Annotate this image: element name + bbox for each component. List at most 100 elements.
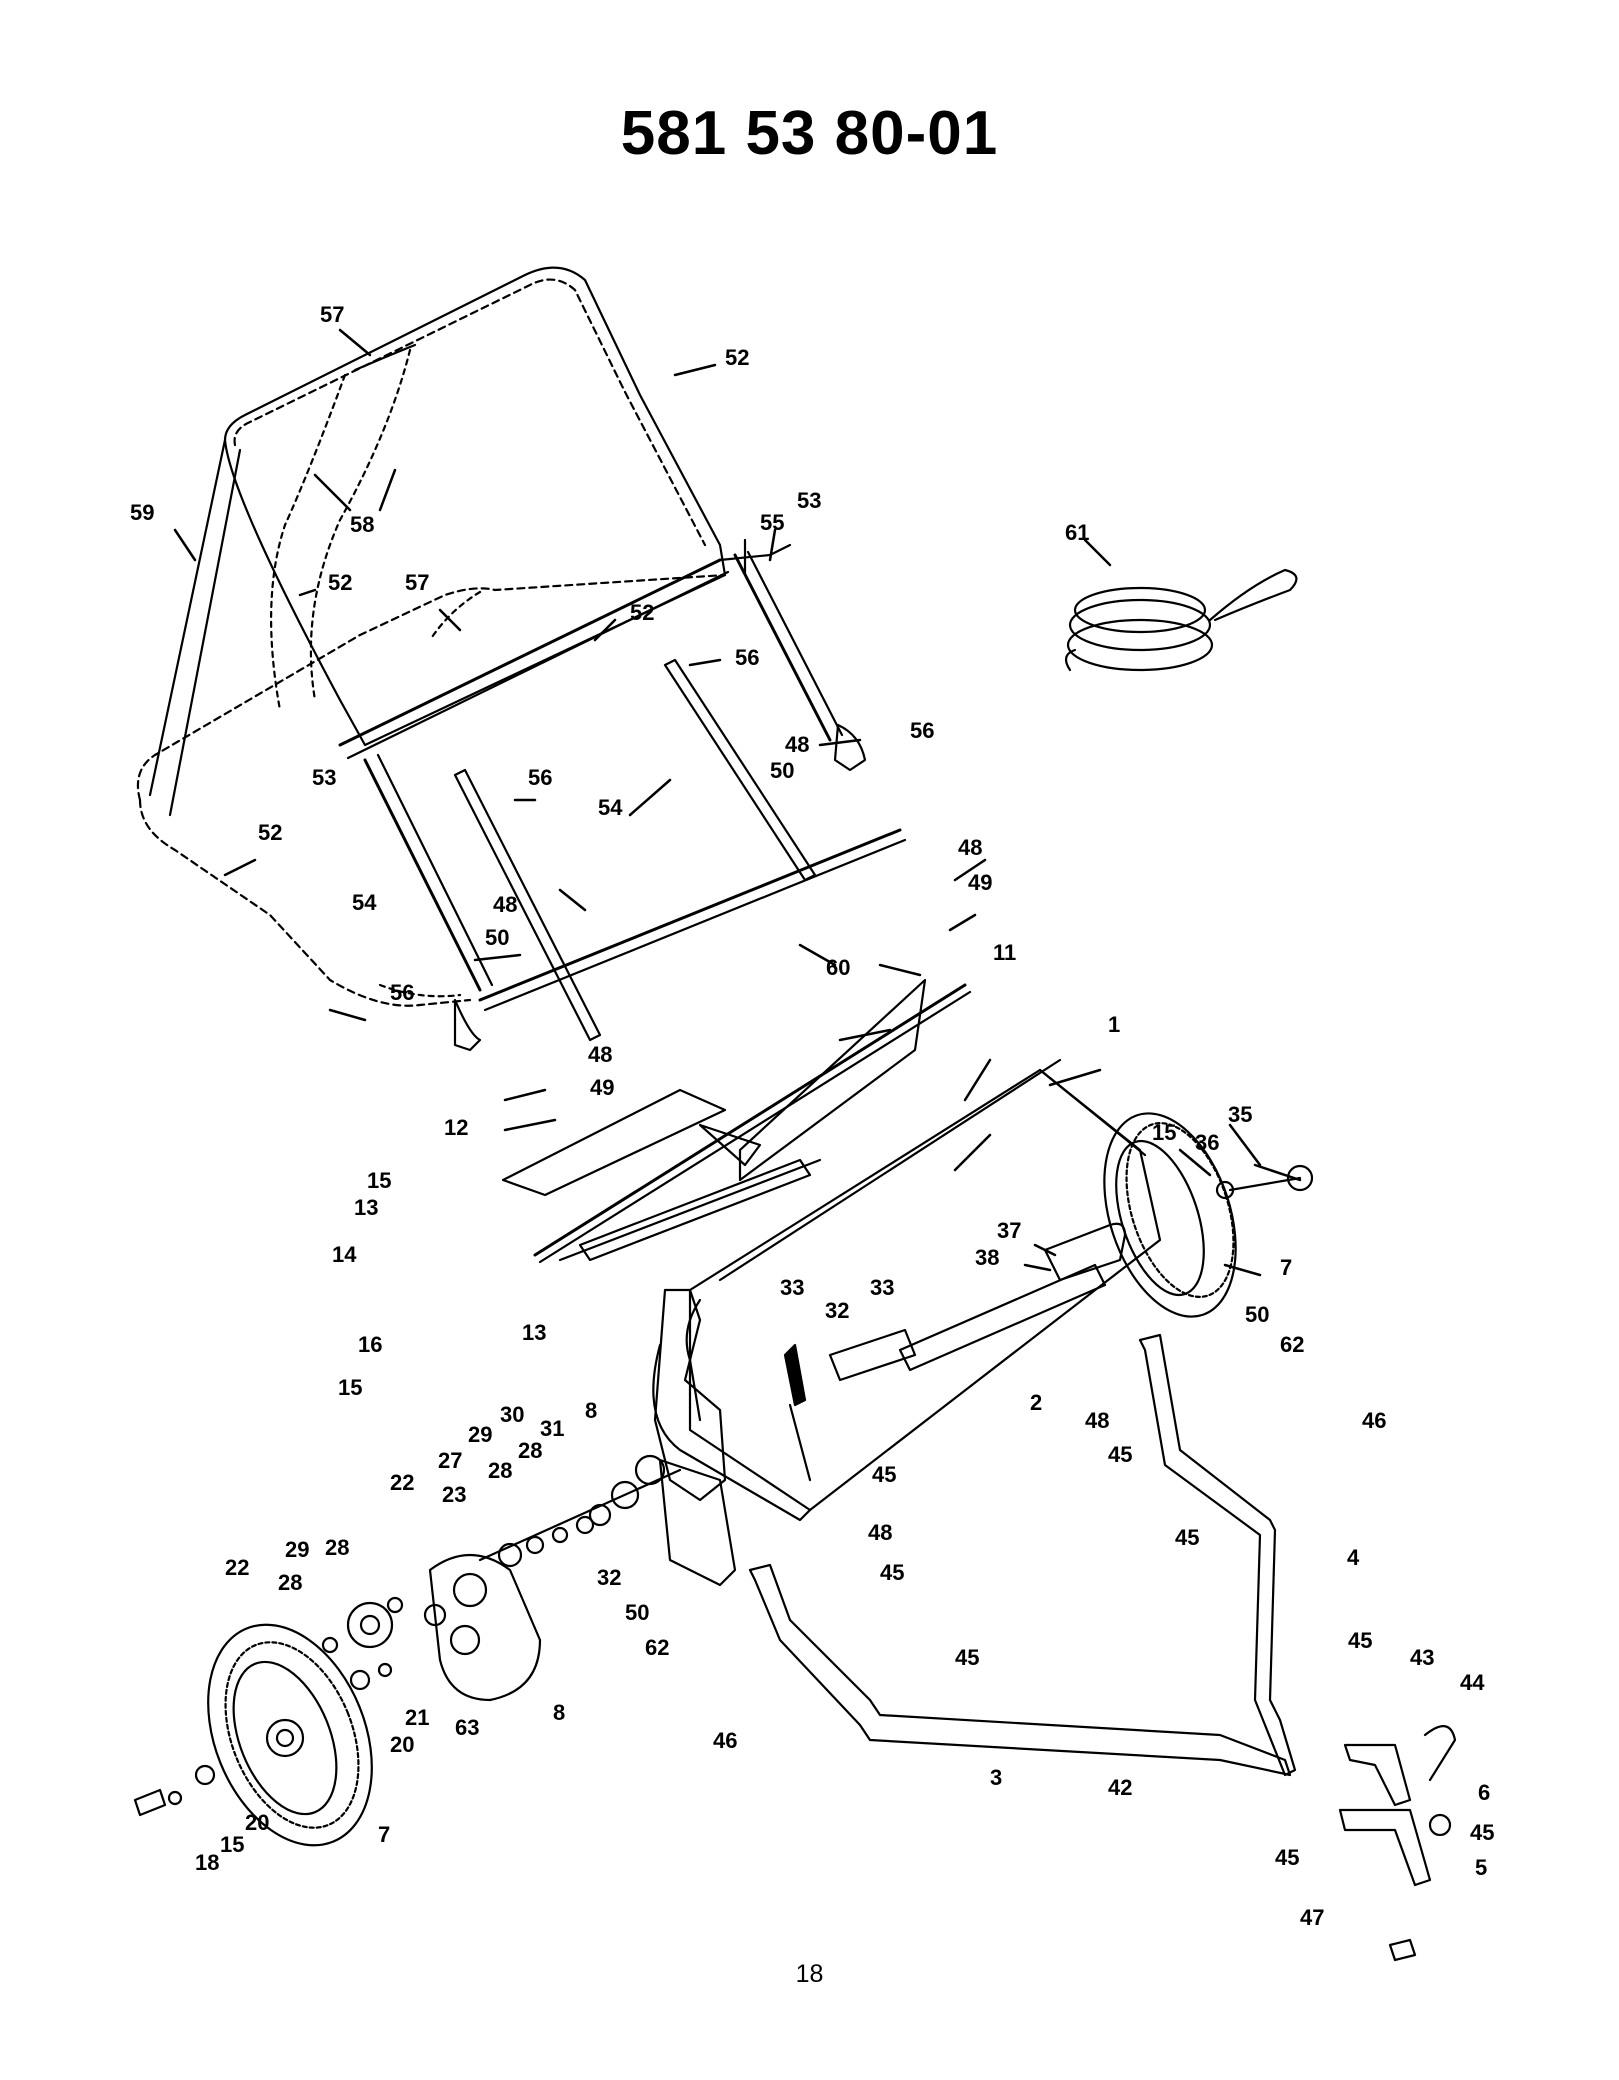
callout-8: 8 bbox=[553, 1700, 565, 1725]
wheel-left bbox=[133, 1623, 373, 1847]
callout-57b: 56 bbox=[390, 980, 414, 1005]
callout-18: 18 bbox=[195, 1850, 219, 1875]
callout-5: 5 bbox=[1475, 1855, 1487, 1880]
callout-62a: 62 bbox=[1280, 1332, 1304, 1357]
callout-46d: 48 bbox=[588, 1042, 612, 1067]
callout-44: 44 bbox=[1460, 1670, 1485, 1695]
callout-3: 3 bbox=[990, 1765, 1002, 1790]
callout-39: 37 bbox=[997, 1218, 1021, 1243]
hopper-frame-tubes bbox=[338, 538, 907, 1052]
callout-59: 60 bbox=[826, 955, 850, 980]
callout-20a: 20 bbox=[390, 1732, 414, 1757]
lid-cover-assembly bbox=[501, 978, 972, 1264]
callout-45: 45 bbox=[1470, 1820, 1494, 1845]
callout-46f: 48 bbox=[868, 1520, 892, 1545]
callout-11: 11 bbox=[993, 940, 1016, 965]
callout-33a: 45 bbox=[1108, 1442, 1132, 1467]
callout-20b: 20 bbox=[245, 1810, 269, 1835]
callout-36: 33 bbox=[780, 1275, 804, 1300]
callout-46a: 48 bbox=[785, 732, 809, 757]
callout-38: 36 bbox=[1195, 1130, 1219, 1155]
callout-13a: 13 bbox=[354, 1195, 378, 1220]
callout-51b: 53 bbox=[312, 765, 336, 790]
tow-tubes bbox=[748, 1333, 1457, 1962]
callout-56b: 54 bbox=[352, 890, 377, 915]
callout-60: 59 bbox=[130, 500, 154, 525]
callout-54a: 56 bbox=[735, 645, 759, 670]
callout-2: 2 bbox=[1030, 1390, 1042, 1415]
callout-57a: 56 bbox=[910, 718, 934, 743]
callout-61: 61 bbox=[1065, 520, 1089, 545]
callout-49a: 50 bbox=[770, 758, 794, 783]
callout-37: 35 bbox=[1228, 1102, 1252, 1127]
callout-4: 4 bbox=[1347, 1545, 1360, 1570]
callout-31: 31 bbox=[540, 1416, 564, 1441]
callout-numbers: 57 52 59 58 53 55 61 52 57 52 56 56 48 5… bbox=[130, 302, 1494, 1930]
callout-26a: 28 bbox=[518, 1438, 542, 1463]
callout-52a: 50 bbox=[1245, 1302, 1269, 1327]
callout-50a: 52 bbox=[725, 345, 749, 370]
callout-27b: 28 bbox=[278, 1570, 302, 1595]
callout-28: 29 bbox=[285, 1537, 309, 1562]
callout-33g: 45 bbox=[1275, 1845, 1299, 1870]
callout-6: 6 bbox=[1478, 1780, 1490, 1805]
page-number: 18 bbox=[795, 1960, 824, 1988]
callout-12: 12 bbox=[444, 1115, 468, 1140]
callout-19a: 15 bbox=[1152, 1120, 1176, 1145]
gear-box bbox=[321, 1553, 542, 1702]
callout-10: 8 bbox=[585, 1398, 597, 1423]
callout-17: 15 bbox=[367, 1168, 391, 1193]
spreader-housing bbox=[652, 1058, 1162, 1522]
callout-19b: 15 bbox=[220, 1832, 244, 1857]
callout-53: 55 bbox=[760, 510, 784, 535]
callout-50b: 52 bbox=[328, 570, 352, 595]
callout-32: 32 bbox=[597, 1565, 621, 1590]
callout-23: 23 bbox=[442, 1482, 466, 1507]
callout-27a: 28 bbox=[325, 1535, 349, 1560]
callout-26b: 28 bbox=[488, 1458, 512, 1483]
callout-21: 21 bbox=[405, 1705, 429, 1730]
page-title: 581 53 80-01 bbox=[620, 99, 999, 168]
callout-29: 29 bbox=[468, 1422, 492, 1447]
callout-47: 47 bbox=[1300, 1905, 1324, 1930]
rope bbox=[1064, 568, 1298, 672]
callout-51a: 53 bbox=[797, 488, 821, 513]
callout-25: 27 bbox=[438, 1448, 462, 1473]
callout-54b: 56 bbox=[528, 765, 552, 790]
callout-33d: 45 bbox=[880, 1560, 904, 1585]
callout-1: 1 bbox=[1108, 1012, 1120, 1037]
callout-7b: 7 bbox=[378, 1822, 390, 1847]
callout-52b: 50 bbox=[625, 1600, 649, 1625]
callout-41a: 46 bbox=[1362, 1408, 1386, 1433]
callout-33f: 45 bbox=[1348, 1628, 1372, 1653]
callout-13b: 13 bbox=[522, 1320, 546, 1345]
wheel-right bbox=[1103, 1112, 1314, 1318]
callout-62b: 62 bbox=[645, 1635, 669, 1660]
callout-33e: 45 bbox=[955, 1645, 979, 1670]
callout-56a: 54 bbox=[598, 795, 623, 820]
gear-train bbox=[478, 1454, 737, 1587]
callout-16: 16 bbox=[358, 1332, 382, 1357]
callout-34: 32 bbox=[825, 1298, 849, 1323]
hopper-bag bbox=[136, 266, 727, 1007]
callout-22b: 22 bbox=[225, 1555, 249, 1580]
callout-33b: 45 bbox=[872, 1462, 896, 1487]
callout-41b: 46 bbox=[713, 1728, 737, 1753]
callout-42: 42 bbox=[1108, 1775, 1132, 1800]
callout-22a: 22 bbox=[390, 1470, 414, 1495]
callout-46e: 48 bbox=[1085, 1408, 1109, 1433]
callout-50c: 52 bbox=[630, 600, 654, 625]
callout-55b: 57 bbox=[405, 570, 429, 595]
callout-49b: 50 bbox=[485, 925, 509, 950]
callout-14: 14 bbox=[332, 1242, 357, 1267]
callout-7a: 7 bbox=[1280, 1255, 1292, 1280]
callout-48b: 49 bbox=[590, 1075, 614, 1100]
callout-35: 33 bbox=[870, 1275, 894, 1300]
callout-40: 38 bbox=[975, 1245, 999, 1270]
callout-43: 43 bbox=[1410, 1645, 1434, 1670]
callout-33c: 45 bbox=[1175, 1525, 1199, 1550]
callout-50d: 52 bbox=[258, 820, 282, 845]
callout-46b: 48 bbox=[958, 835, 982, 860]
callout-55a: 57 bbox=[320, 302, 344, 327]
